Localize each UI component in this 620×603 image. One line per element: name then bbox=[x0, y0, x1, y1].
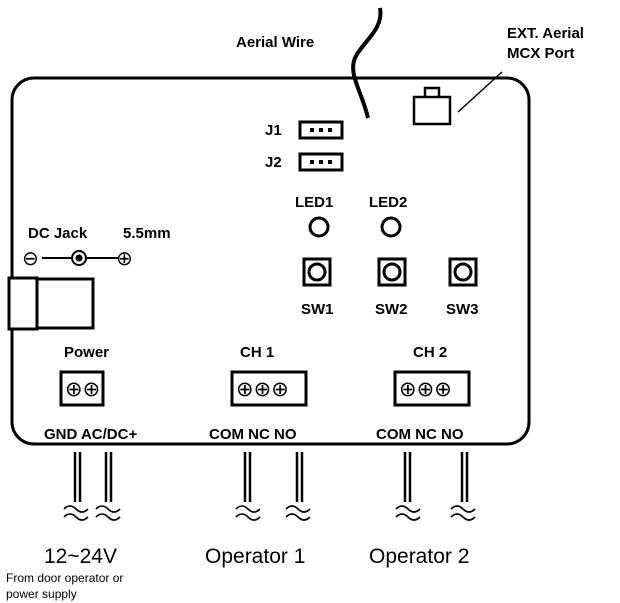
receiver-board bbox=[10, 76, 531, 446]
ext-aerial-label: EXT. Aerial bbox=[507, 25, 584, 42]
dc-jack-label: DC Jack bbox=[28, 225, 88, 242]
dc-jack-minus-icon: ⊖ bbox=[22, 248, 39, 270]
ch2-screw-terminals[interactable]: ⊕⊕⊕ bbox=[399, 378, 452, 401]
mcx-port-label: MCX Port bbox=[507, 45, 575, 62]
aerial-wire bbox=[351, 7, 383, 119]
mcx-port bbox=[412, 95, 452, 126]
operator1-label: Operator 1 bbox=[205, 545, 305, 568]
operator2-label: Operator 2 bbox=[369, 545, 469, 568]
led1-label: LED1 bbox=[295, 194, 333, 211]
dc-jack-size: 5.5mm bbox=[123, 225, 171, 242]
jumper-j1[interactable] bbox=[298, 120, 344, 140]
led1-indicator bbox=[308, 216, 330, 238]
switch-sw2[interactable] bbox=[377, 257, 407, 287]
ch1-screw-terminals[interactable]: ⊕⊕⊕ bbox=[236, 378, 289, 401]
switch-sw3-label: SW3 bbox=[446, 301, 479, 318]
power-pin-labels: GND AC/DC+ bbox=[44, 426, 137, 443]
mcx-leader-line bbox=[457, 71, 503, 113]
dc-jack-plus-icon: ⊕ bbox=[116, 248, 133, 270]
switch-sw1[interactable] bbox=[302, 257, 332, 287]
power-screw-terminals[interactable]: ⊕⊕ bbox=[65, 378, 100, 401]
ch2-terminal-block bbox=[393, 370, 471, 407]
ch1-terminal-block bbox=[230, 370, 308, 407]
supply-note-line1: From door operator or bbox=[6, 571, 123, 585]
power-terminal-block bbox=[59, 370, 105, 407]
supply-note-line2: power supply bbox=[6, 587, 77, 601]
power-title: Power bbox=[64, 344, 109, 361]
jumper-j2-label: J2 bbox=[265, 154, 282, 171]
wire-break-icons bbox=[63, 505, 476, 521]
dc-jack-center-pin bbox=[75, 254, 83, 262]
dc-jack-socket[interactable] bbox=[7, 276, 95, 331]
aerial-wire-label: Aerial Wire bbox=[236, 34, 314, 51]
lead-wires bbox=[73, 452, 469, 502]
led2-indicator bbox=[380, 216, 402, 238]
ch1-pin-labels: COM NC NO bbox=[209, 426, 297, 443]
switch-sw1-label: SW1 bbox=[301, 301, 334, 318]
led2-label: LED2 bbox=[369, 194, 407, 211]
jumper-j2[interactable] bbox=[298, 152, 344, 172]
switch-sw2-label: SW2 bbox=[375, 301, 408, 318]
switch-sw3[interactable] bbox=[448, 257, 478, 287]
ch2-pin-labels: COM NC NO bbox=[376, 426, 464, 443]
ch1-title: CH 1 bbox=[240, 344, 274, 361]
ch2-title: CH 2 bbox=[413, 344, 447, 361]
supply-voltage-label: 12~24V bbox=[44, 545, 117, 568]
jumper-j1-label: J1 bbox=[265, 122, 282, 139]
